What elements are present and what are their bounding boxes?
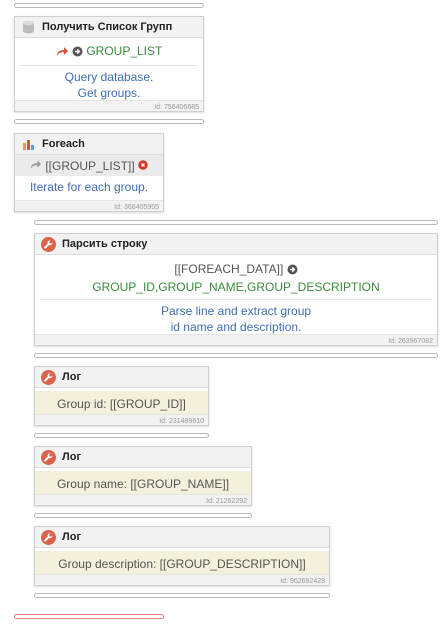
- action-block-log-group-name[interactable]: Лог Group name: [[GROUP_NAME]] Id: 21262…: [34, 446, 252, 506]
- connector: [34, 220, 438, 225]
- block-description-line-2: id name and description.: [170, 320, 302, 334]
- block-title: Foreach: [42, 138, 85, 150]
- connector: [34, 433, 209, 438]
- block-header: Foreach: [15, 134, 163, 155]
- input-variable-row: [[GROUP_LIST]]: [15, 155, 163, 176]
- block-header: Получить Список Групп: [15, 17, 203, 38]
- input-variable-row: [[FOREACH_DATA]]: [35, 261, 437, 279]
- action-block-log-group-description[interactable]: Лог Group description: [[GROUP_DESCRIPTI…: [34, 526, 330, 586]
- log-message: Group name: [[GROUP_NAME]]: [35, 471, 251, 496]
- connector: [34, 353, 438, 358]
- block-header: Парсить строку: [35, 234, 437, 255]
- action-block-parse-line[interactable]: Парсить строку [[FOREACH_DATA]] GROUP_ID…: [34, 233, 438, 346]
- block-id: Id: 756406685: [154, 104, 199, 111]
- block-id: Id: 962692428: [280, 578, 325, 585]
- block-id: Id: 263967082: [388, 338, 433, 345]
- block-id: Id: 21262292: [206, 498, 247, 505]
- database-icon: [21, 20, 36, 35]
- arrow-icon: [30, 159, 42, 173]
- circle-arrow-icon: [287, 263, 298, 279]
- block-description-line-1: Query database.: [64, 70, 154, 84]
- input-variable: [[GROUP_LIST]]: [45, 158, 135, 173]
- wrench-icon: [41, 449, 56, 465]
- arrow-icon: [56, 45, 69, 61]
- log-message: Group description: [[GROUP_DESCRIPTION]]: [35, 551, 329, 576]
- output-variable-row: GROUP_LIST: [15, 43, 203, 61]
- connector-top: [14, 3, 204, 8]
- action-block-log-group-id[interactable]: Лог Group id: [[GROUP_ID]] Id: 231489610: [34, 366, 209, 426]
- connector: [14, 119, 204, 124]
- block-id: Id: 368405955: [114, 204, 159, 211]
- block-title: Лог: [62, 531, 82, 543]
- output-variable: GROUP_LIST: [86, 44, 163, 58]
- connector: [34, 513, 252, 518]
- remove-icon[interactable]: [137, 159, 148, 173]
- wrench-icon: [41, 529, 56, 545]
- block-header: Лог: [35, 447, 251, 468]
- block-title: Получить Список Групп: [42, 21, 173, 33]
- circle-arrow-icon: [72, 45, 83, 61]
- action-block-get-groups[interactable]: Получить Список Групп GROUP_LIST Query d…: [14, 16, 204, 112]
- log-message: Group id: [[GROUP_ID]]: [35, 391, 208, 416]
- connector: [34, 593, 330, 598]
- input-variable: [[FOREACH_DATA]]: [174, 262, 284, 276]
- block-description: Iterate for each group.: [29, 180, 149, 194]
- block-title: Лог: [62, 451, 82, 463]
- action-block-foreach[interactable]: Foreach [[GROUP_LIST]] Iterate for each …: [14, 133, 164, 212]
- block-description-line-2: Get groups.: [77, 86, 141, 100]
- block-header: Лог: [35, 367, 208, 388]
- block-title: Парсить строку: [62, 238, 148, 250]
- block-id: Id: 231489610: [159, 418, 204, 425]
- wrench-icon: [41, 236, 56, 252]
- wrench-icon: [41, 369, 56, 385]
- block-title: Лог: [62, 371, 82, 383]
- loop-icon: [21, 137, 36, 152]
- end-marker: [14, 614, 164, 619]
- block-header: Лог: [35, 527, 329, 548]
- block-description-line-1: Parse line and extract group: [160, 304, 312, 318]
- output-variables: GROUP_ID,GROUP_NAME,GROUP_DESCRIPTION: [92, 280, 380, 294]
